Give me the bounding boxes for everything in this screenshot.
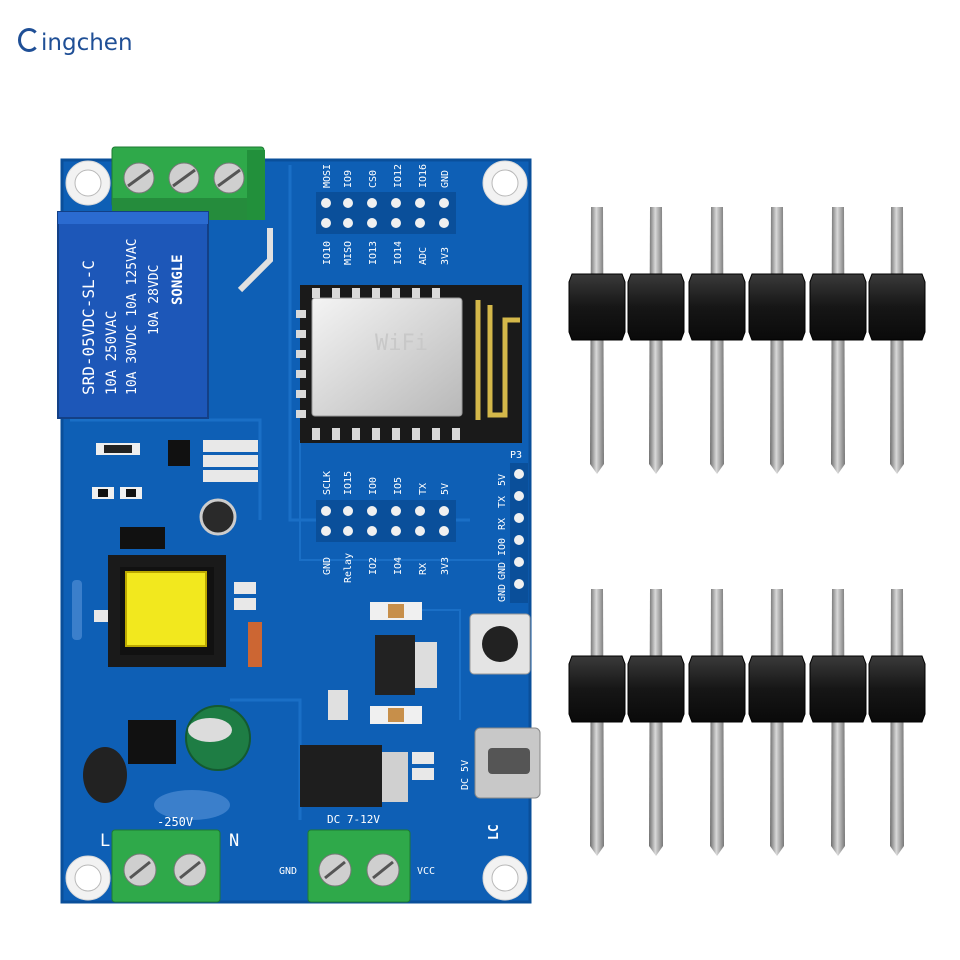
ac-line-label: L [100,831,110,851]
dc-terminal-block [307,829,411,903]
regulator-components [300,602,437,807]
ac-terminal-block [111,829,221,903]
brand-logo: ingchen [18,28,133,56]
wifi-module: WiFi [296,285,522,443]
header-plastic-body [568,273,626,341]
pin-label: IO13 [368,241,379,265]
ac-neutral-label: N [229,831,239,851]
relay-terminal-block [111,146,273,293]
pin-label: RX [418,563,429,575]
io-header-top: MOSI IO9 CS0 IO12 IO16 GND IO10 MISO IO1… [322,164,451,265]
header-plastic-body [748,273,806,341]
pin-label: GND [497,562,508,580]
pin-label: IO10 [322,241,333,265]
pin-label: IO15 [343,471,354,495]
corner-mark: LC [487,824,502,840]
reset-button [469,613,531,675]
pin-label: IO12 [393,164,404,188]
io-header-top-pads [316,192,456,234]
brand-name: ingchen [41,30,133,56]
mounting-hole [65,855,111,901]
pin-label: MISO [343,241,354,265]
pin-label: 5V [497,474,508,486]
p3-header: P3 5V TX RX IO0 GND GND [497,450,528,603]
pin-label: SCLK [322,471,333,495]
pin-header-bottom [568,589,926,856]
pin-label: IO2 [368,557,379,575]
pin-label: 3V3 [440,557,451,575]
header-plastic-body [568,655,626,723]
header-plastic-body [809,273,867,341]
pin-label: IO14 [393,241,404,265]
pin-label: GND [497,584,508,602]
header-plastic-body [809,655,867,723]
pin-label: GND [322,557,333,575]
pin-label: IO9 [343,170,354,188]
relay-model: SRD-05VDC-SL-C [79,260,98,395]
header-plastic-body [868,273,926,341]
relay-rating-1: 10A 250VAC [104,311,120,395]
pin-label: MOSI [322,164,333,188]
pin-label: Relay [343,553,354,583]
pin-label: CS0 [368,170,379,188]
pin-label: 5V [440,483,451,495]
header-plastic-body [627,655,685,723]
io-header-mid-pads [316,500,456,542]
pin-header-top [568,207,926,474]
logo-mark-icon [18,28,40,52]
smd-components [72,440,262,667]
pin-label: TX [418,483,429,495]
mounting-hole [65,160,111,206]
pin-label: IO0 [497,538,508,556]
pin-label: IO16 [418,164,429,188]
pin-label: IO5 [393,477,404,495]
header-plastic-body [868,655,926,723]
relay: SRD-05VDC-SL-C 10A 250VAC 10A 30VDC 10A … [57,211,209,419]
usb-label: DC 5V [460,760,471,790]
header-plastic-body [748,655,806,723]
transformer [108,555,226,667]
p3-ref: P3 [510,450,522,461]
dc-gnd-label: GND [279,866,297,877]
header-plastic-body [688,655,746,723]
mounting-hole [482,160,528,206]
pin-label: RX [497,518,508,530]
pin-label: ADC [418,247,429,265]
ac-voltage-label: -250V [157,815,193,829]
relay-rating-2: 10A 30VDC 10A 125VAC [125,238,140,395]
pin-label: GND [440,170,451,188]
header-plastic-body [627,273,685,341]
pin-label: TX [497,496,508,508]
io-header-mid: SCLK IO15 IO0 IO5 TX 5V GND Relay IO2 IO… [322,471,451,583]
pin-label: IO4 [393,557,404,575]
pin-label: IO0 [368,477,379,495]
dc-input-label: DC 7-12V [327,813,380,826]
power-components [83,705,251,820]
wifi-label: WiFi [375,331,428,356]
dc-vcc-label: VCC [417,866,435,877]
header-plastic-body [688,273,746,341]
micro-usb-port [474,727,541,799]
pin-label: 3V3 [440,247,451,265]
mounting-hole [482,855,528,901]
relay-brand: SONGLE [170,254,186,305]
relay-rating-3: 10A 28VDC [147,265,162,335]
